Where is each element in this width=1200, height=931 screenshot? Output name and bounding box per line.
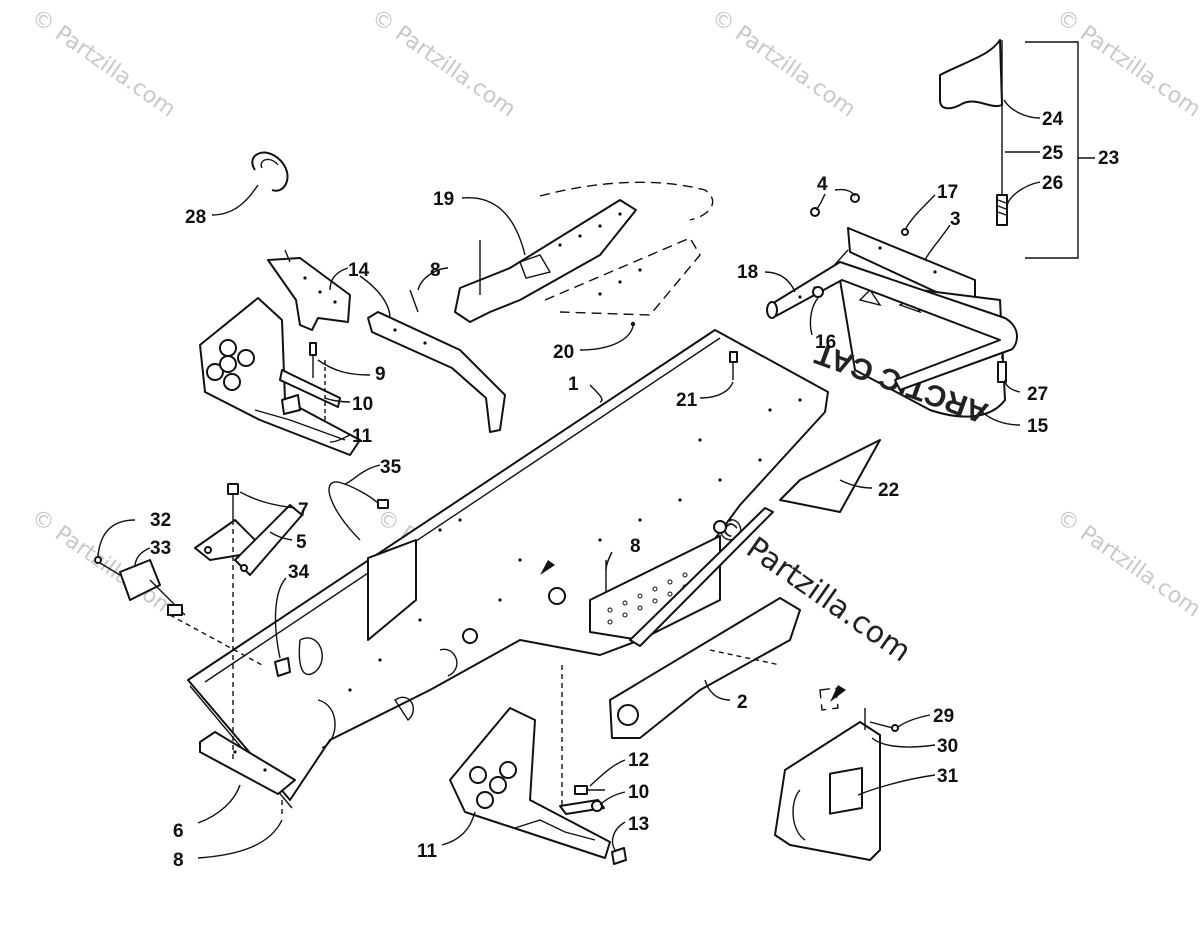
- part-18-bumper-bar: [766, 261, 1018, 391]
- part-7-bolt: [227, 483, 239, 520]
- watermark: © Partzilla.com: [367, 4, 520, 122]
- callout-1: 1: [568, 374, 579, 395]
- part-32-bolt: [94, 556, 121, 576]
- callout-2: 2: [737, 692, 748, 713]
- callout-15: 15: [1027, 416, 1049, 437]
- part-5-bracket: [194, 504, 303, 576]
- part-14-bracket: [267, 249, 351, 331]
- callout-9: 9: [375, 364, 386, 385]
- callout-17: 17: [937, 182, 958, 203]
- part-8-perforated-plate: [589, 507, 774, 647]
- callout-21: 21: [676, 390, 698, 411]
- part-19-support: [454, 181, 714, 323]
- callout-14: 14: [348, 260, 370, 281]
- callout-23: 23: [1098, 148, 1119, 169]
- callout-13: 13: [628, 814, 649, 835]
- part-31-decal: [829, 766, 863, 815]
- part-4-rivets: [810, 193, 860, 217]
- watermark: © Partzilla.com: [27, 4, 180, 122]
- callout-33: 33: [150, 538, 171, 559]
- callout-8-middle: 8: [630, 536, 641, 557]
- callout-27: 27: [1027, 384, 1048, 405]
- part-27-bolt: [997, 355, 1007, 383]
- part-16-washer: [812, 286, 824, 298]
- part-35-cable: [328, 481, 389, 541]
- callout-32: 32: [150, 510, 171, 531]
- callout-26: 26: [1042, 173, 1063, 194]
- callout-28: 28: [185, 207, 206, 228]
- callout-18: 18: [737, 262, 758, 283]
- callout-11-lower: 11: [417, 841, 438, 862]
- callout-8-top: 8: [430, 260, 441, 281]
- part-13-nut: [611, 847, 627, 865]
- callout-20: 20: [553, 342, 574, 363]
- callout-6: 6: [173, 821, 184, 842]
- part-6-bracket: [199, 731, 296, 795]
- assembly-arrows: [540, 560, 846, 702]
- callout-16: 16: [815, 332, 836, 353]
- part-12-bolt: [574, 785, 605, 795]
- callout-5: 5: [296, 532, 307, 553]
- callout-3: 3: [950, 209, 961, 230]
- part-8-rail: [367, 289, 506, 433]
- part-11-lower-plate: [449, 707, 611, 859]
- callout-11-upper: 11: [352, 426, 373, 447]
- part-21-bolt: [729, 351, 738, 380]
- watermark: © Partzilla.com: [707, 4, 860, 122]
- callout-19: 19: [433, 189, 454, 210]
- part-30-cover: [774, 687, 881, 861]
- callout-12: 12: [628, 750, 649, 771]
- callout-29: 29: [933, 706, 954, 727]
- part-24-flag: [939, 39, 1003, 110]
- callout-31: 31: [937, 766, 959, 787]
- part-34-nut: [274, 657, 291, 677]
- callout-35: 35: [380, 457, 402, 478]
- callout-8-bottom: 8: [173, 850, 184, 871]
- callout-34: 34: [288, 562, 310, 583]
- callout-10-lower: 10: [628, 782, 649, 803]
- part-29-screw: [869, 721, 899, 732]
- callout-30: 30: [937, 736, 958, 757]
- part-10-strap: [559, 799, 605, 815]
- callout-25: 25: [1042, 143, 1064, 164]
- callout-4: 4: [817, 174, 828, 195]
- part-22-decal: [779, 439, 881, 513]
- callout-22: 22: [878, 480, 899, 501]
- part-9-10-fasteners: [279, 342, 341, 420]
- callout-24: 24: [1042, 109, 1064, 130]
- part-33-connector: [119, 559, 186, 616]
- part-28-clamp: [251, 151, 289, 192]
- watermark: © Partzilla.com: [1052, 504, 1200, 622]
- callout-10-upper: 10: [352, 394, 373, 415]
- part-1-tunnel: [187, 329, 829, 809]
- part-26-pole-base: [996, 194, 1008, 226]
- watermark: © Partzilla.com: [1052, 4, 1200, 122]
- part-20-panel: [544, 237, 701, 327]
- callout-7: 7: [298, 500, 309, 521]
- part-2-side-plate: [609, 597, 801, 739]
- callouts: 1 2 3 4 5 6 7 8 8 8 9 10 10: [97, 41, 1119, 871]
- alignment-lines: [169, 520, 563, 815]
